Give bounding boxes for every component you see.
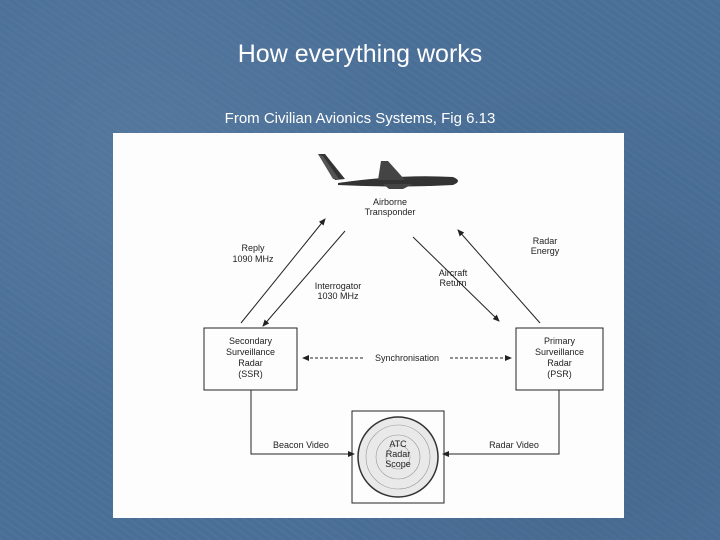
transponder-label: Airborne Transponder — [364, 197, 416, 217]
sync-label: Synchronisation — [365, 353, 449, 363]
scope-label: ATC Radar Scope — [385, 439, 411, 469]
psr-label: Primary Surveillance Radar (PSR) — [534, 336, 585, 379]
scope-box — [351, 410, 445, 504]
radar-video-path — [442, 390, 560, 457]
beacon-video-path — [250, 390, 355, 457]
radar-diagram-figure: Airborne Transponder Reply 1090 MHz Inte… — [113, 133, 624, 518]
reply-arrow — [240, 218, 326, 324]
slide-subtitle: From Civilian Avionics Systems, Fig 6.13 — [224, 110, 496, 127]
ssr-label: Secondary Surveillance Radar (SSR) — [225, 336, 276, 379]
interrogator-arrow — [262, 230, 346, 327]
slide-title: How everything works — [237, 40, 483, 68]
scope-circle — [357, 416, 439, 498]
radar-video-label: Radar Video — [489, 440, 539, 450]
interrogator-label: Interrogator 1030 MHz — [314, 281, 362, 301]
radar-energy-arrow — [457, 229, 541, 324]
radar-energy-label: Radar Energy — [530, 236, 560, 256]
beacon-video-label: Beacon Video — [273, 440, 329, 450]
reply-freq-label: 1090 MHz — [232, 254, 274, 264]
aircraft-return-label: Aircraft Return — [438, 268, 468, 288]
diagram-graphics — [203, 154, 604, 504]
aircraft-return-arrow — [412, 236, 500, 322]
reply-label: Reply — [241, 243, 265, 253]
airplane-icon — [318, 154, 458, 189]
